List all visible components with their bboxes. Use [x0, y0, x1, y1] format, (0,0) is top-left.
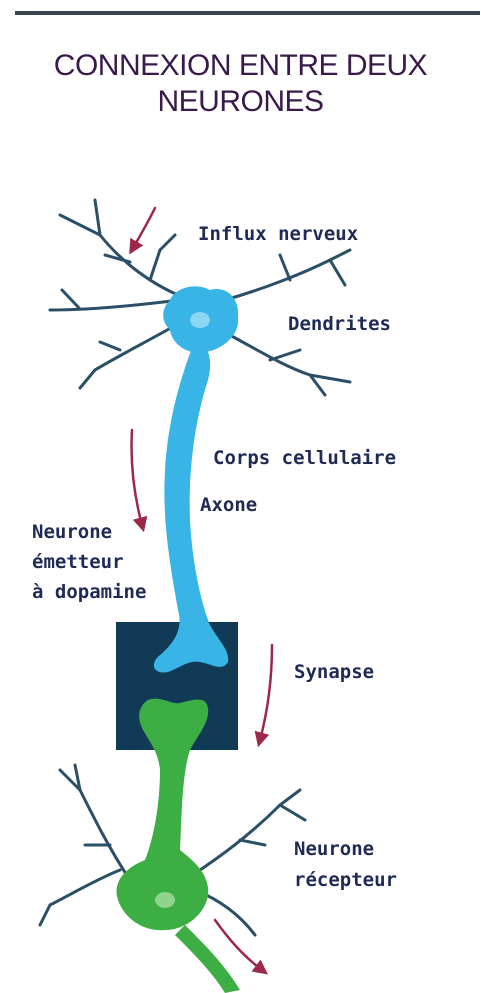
arrow-influx: [133, 208, 155, 248]
arrow-receptor: [215, 920, 262, 970]
label-axone: Axone: [200, 494, 257, 516]
label-synapse: Synapse: [294, 661, 374, 683]
label-emetteur-line2: émetteur: [32, 551, 124, 573]
arrow-axon: [131, 430, 142, 525]
label-recepteur-line2: récepteur: [294, 869, 397, 891]
label-dendrites: Dendrites: [288, 313, 391, 335]
label-emetteur-line1: Neurone: [32, 521, 112, 543]
arrow-synapse: [260, 645, 272, 740]
label-influx-nerveux: Influx nerveux: [198, 223, 358, 245]
label-corps-cellulaire: Corps cellulaire: [213, 447, 396, 469]
label-recepteur-line1: Neurone: [294, 838, 374, 860]
label-emetteur-line3: à dopamine: [32, 581, 146, 603]
